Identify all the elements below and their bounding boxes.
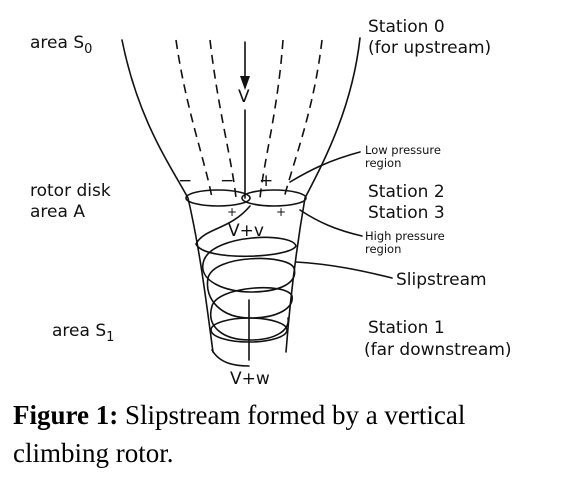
streamline-dashed-4 [283, 39, 323, 199]
leader-slipstream [295, 261, 393, 279]
leader-high-pressure [299, 209, 363, 237]
streamtube-right-boundary [285, 37, 361, 353]
label-high-pressure-1: High pressure [365, 229, 445, 243]
leader-low-pressure [289, 151, 361, 183]
figure-caption-line1: Figure 1: Slipstream formed by a vertica… [13, 400, 465, 430]
label-station1-note: (far downstream) [364, 340, 512, 360]
inflow-arrow-head [240, 76, 250, 90]
label-low-pressure-1: Low pressure [365, 143, 441, 157]
helical-vortex [195, 205, 297, 341]
label-v-plus-v: V+v [228, 221, 264, 241]
wake-bottom-curve [211, 349, 250, 367]
rotor-disk-right [241, 189, 307, 207]
label-station2: Station 2 [368, 182, 445, 202]
figure-caption-line2: climbing rotor. [13, 438, 173, 468]
plus-sign-2: + [276, 205, 286, 219]
minus-sign-1: − [178, 171, 192, 191]
label-station0-note: (for upstream) [368, 38, 491, 58]
label-area-s1: area S1 [52, 321, 114, 345]
label-station1: Station 1 [368, 318, 445, 338]
label-station3: Station 3 [368, 203, 445, 223]
label-v-plus-w: V+w [230, 369, 270, 389]
label-high-pressure-2: region [365, 242, 401, 256]
label-station0: Station 0 [368, 17, 445, 37]
label-low-pressure-2: region [365, 156, 401, 170]
label-slipstream: Slipstream [396, 270, 487, 290]
plus-sign-1: + [227, 205, 237, 219]
label-area-s0: area S0 [30, 33, 92, 57]
streamtube-left-boundary [121, 39, 214, 353]
streamline-dashed-3 [259, 39, 284, 199]
label-rotor-disk-2: area A [30, 202, 85, 222]
label-v: V [238, 87, 250, 107]
rotor-disk-left [185, 189, 251, 207]
label-rotor-disk-1: rotor disk [30, 181, 111, 201]
plus-sign-top: + [259, 171, 273, 191]
streamline-dashed-1 [175, 39, 213, 199]
streamline-dashed-2 [209, 39, 237, 199]
minus-sign-2: − [220, 171, 234, 191]
